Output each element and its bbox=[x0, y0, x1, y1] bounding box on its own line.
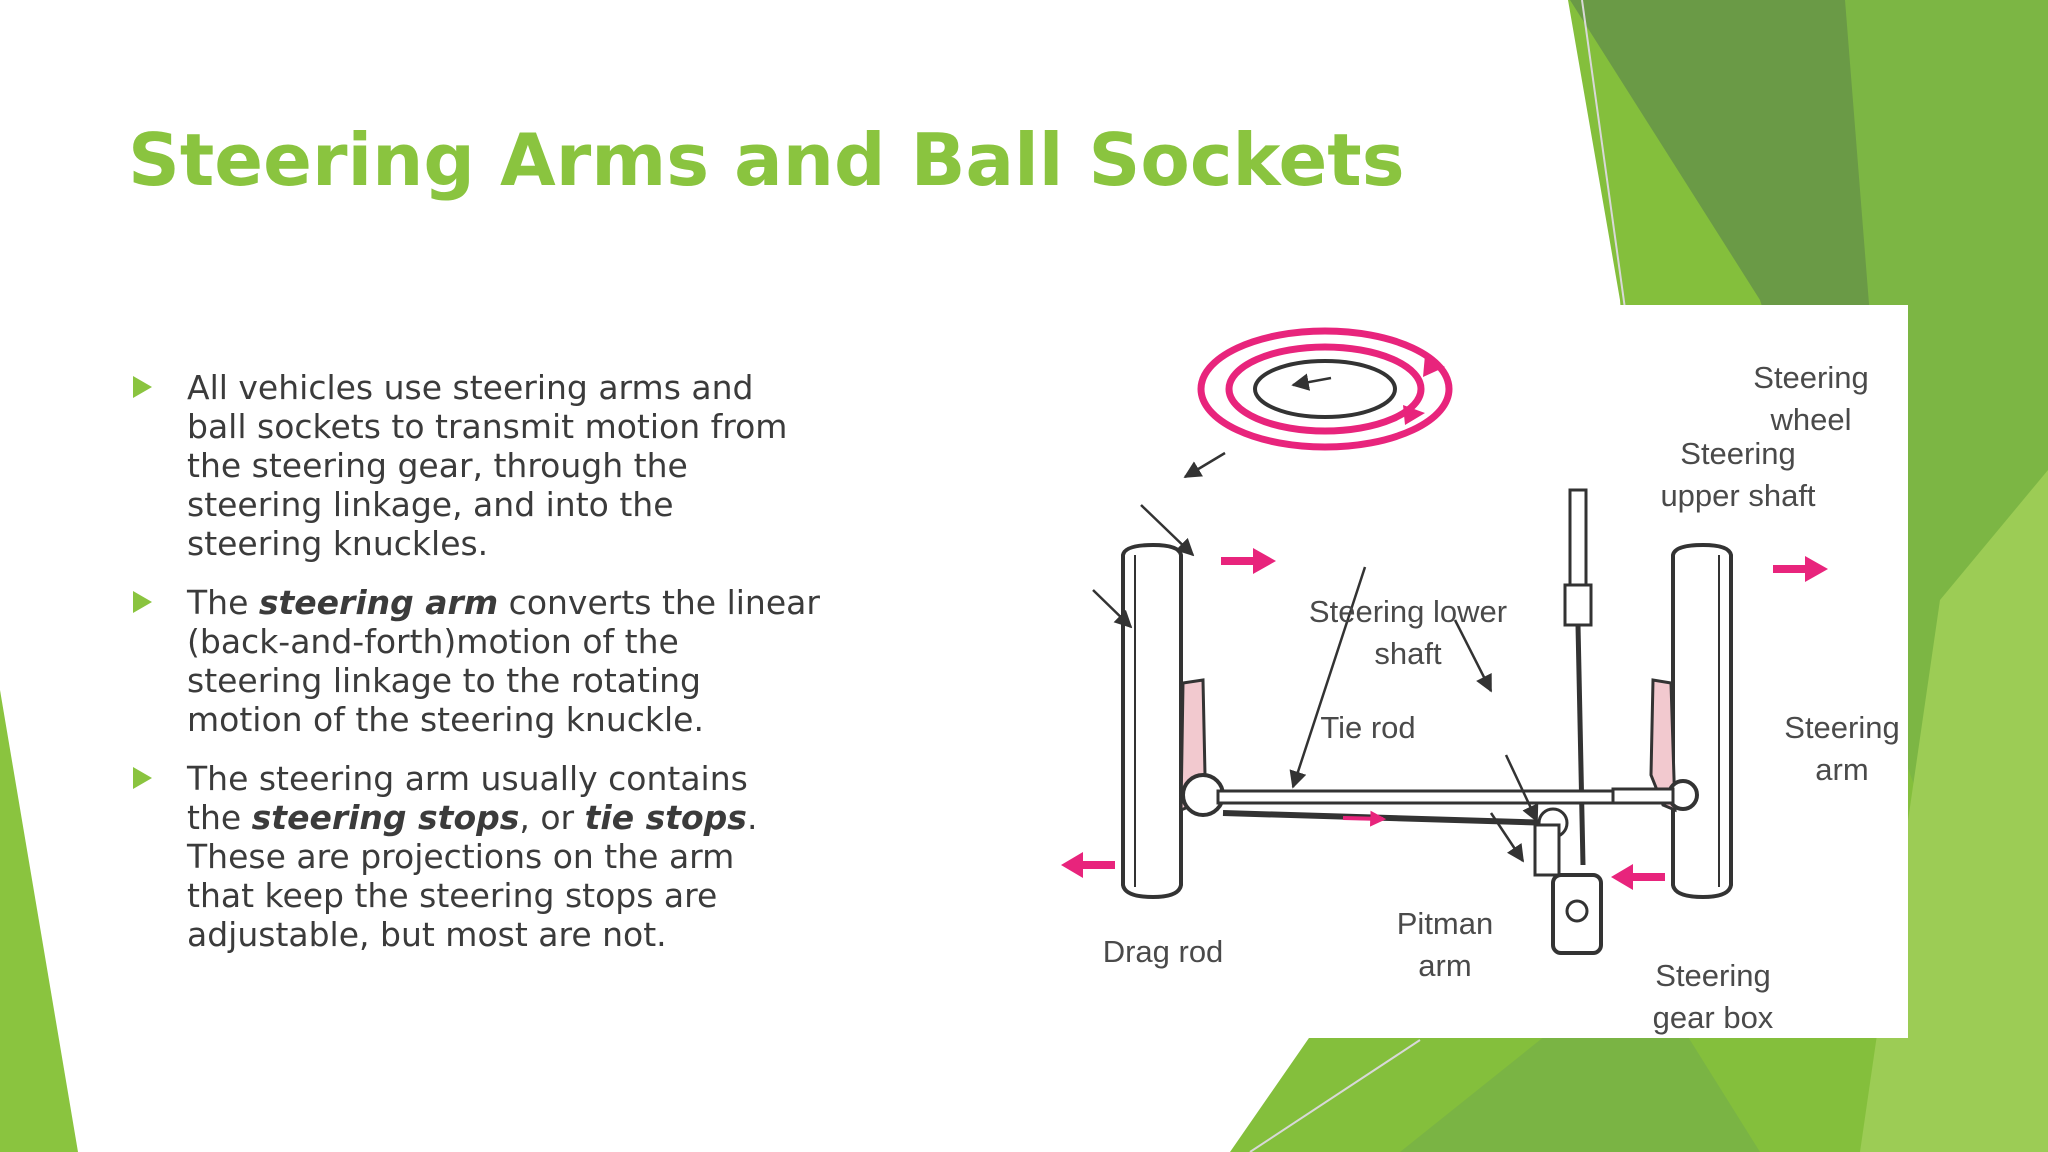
text-run: steering knuckles. bbox=[187, 524, 489, 563]
left-wheel-icon bbox=[1121, 542, 1183, 900]
bullet-item: The steering arm converts the linear(bac… bbox=[130, 583, 830, 739]
bullet-line: adjustable, but most are not. bbox=[187, 915, 830, 954]
steering-diagram: Steering wheel Steering upper shaft Stee… bbox=[1053, 305, 1908, 1038]
bullet-line: motion of the steering knuckle. bbox=[187, 700, 830, 739]
steering-diagram-drawing bbox=[1061, 327, 1828, 955]
bullet-line: the steering gear, through the bbox=[187, 446, 830, 485]
text-run: the steering gear, through the bbox=[187, 446, 688, 485]
drag-rod-icon bbox=[1222, 810, 1554, 827]
decor-line-lower bbox=[1249, 1039, 1421, 1152]
text-run: ball sockets to transmit motion from bbox=[187, 407, 788, 446]
steering-shaft-icon bbox=[1563, 488, 1593, 866]
slide-title: Steering Arms and Ball Sockets bbox=[128, 118, 1405, 202]
text-run: The steering arm usually contains bbox=[187, 759, 748, 798]
right-green-shape-dark bbox=[1570, 0, 1905, 760]
gear-box-icon bbox=[1533, 807, 1603, 955]
text-run: All vehicles use steering arms and bbox=[187, 368, 754, 407]
bullet-line: steering knuckles. bbox=[187, 524, 830, 563]
text-run: steering linkage, and into the bbox=[187, 485, 674, 524]
label-leaders bbox=[1092, 373, 1539, 863]
motion-arrows bbox=[1061, 548, 1828, 890]
label-drag-rod: Drag rod bbox=[1102, 934, 1224, 969]
left-green-shape bbox=[0, 690, 78, 1152]
steering-wheel-icon bbox=[1197, 327, 1453, 451]
text-run: adjustable, but most are not. bbox=[187, 915, 667, 954]
bullet-line: These are projections on the arm bbox=[187, 837, 830, 876]
bullet-line: The steering arm converts the linear bbox=[187, 583, 830, 622]
bullet-line: steering linkage, and into the bbox=[187, 485, 830, 524]
bullet-line: All vehicles use steering arms and bbox=[187, 368, 830, 407]
bullet-arrow-icon bbox=[133, 591, 152, 613]
text-run: that keep the steering stops are bbox=[187, 876, 718, 915]
bullet-line: that keep the steering stops are bbox=[187, 876, 830, 915]
bullet-arrow-icon bbox=[133, 376, 152, 398]
label-gear-box: Steering gear box bbox=[1652, 958, 1774, 1035]
emphasis-term: tie stops bbox=[584, 798, 747, 837]
right-wheel-icon bbox=[1671, 542, 1733, 900]
tie-rod-icon bbox=[1216, 787, 1675, 805]
text-run: steering linkage to the rotating bbox=[187, 661, 701, 700]
label-lower-shaft: Steering lower shaft bbox=[1308, 594, 1508, 671]
text-run: . bbox=[746, 798, 758, 837]
text-run: converts the linear bbox=[498, 583, 820, 622]
bullet-arrow-icon bbox=[133, 767, 152, 789]
bullet-line: steering linkage to the rotating bbox=[187, 661, 830, 700]
label-steering-wheel: Steering wheel bbox=[1753, 360, 1869, 437]
emphasis-term: steering stops bbox=[251, 798, 520, 837]
text-run: (back-and-forth)motion of the bbox=[187, 622, 679, 661]
text-run: , or bbox=[519, 798, 585, 837]
text-run: The bbox=[187, 583, 259, 622]
emphasis-term: steering arm bbox=[258, 583, 499, 622]
text-run: the bbox=[187, 798, 252, 837]
label-upper-shaft: Steering upper shaft bbox=[1660, 436, 1816, 513]
bullet-line: (back-and-forth)motion of the bbox=[187, 622, 830, 661]
text-run: These are projections on the arm bbox=[187, 837, 735, 876]
label-steering-arm: Steering arm bbox=[1784, 710, 1900, 787]
text-run: motion of the steering knuckle. bbox=[187, 700, 704, 739]
label-pitman-arm: Pitman arm bbox=[1396, 906, 1494, 983]
bullet-line: ball sockets to transmit motion from bbox=[187, 407, 830, 446]
label-tie-rod: Tie rod bbox=[1320, 710, 1416, 745]
bullet-line: the steering stops, or tie stops. bbox=[187, 798, 830, 837]
bullet-line: The steering arm usually contains bbox=[187, 759, 830, 798]
